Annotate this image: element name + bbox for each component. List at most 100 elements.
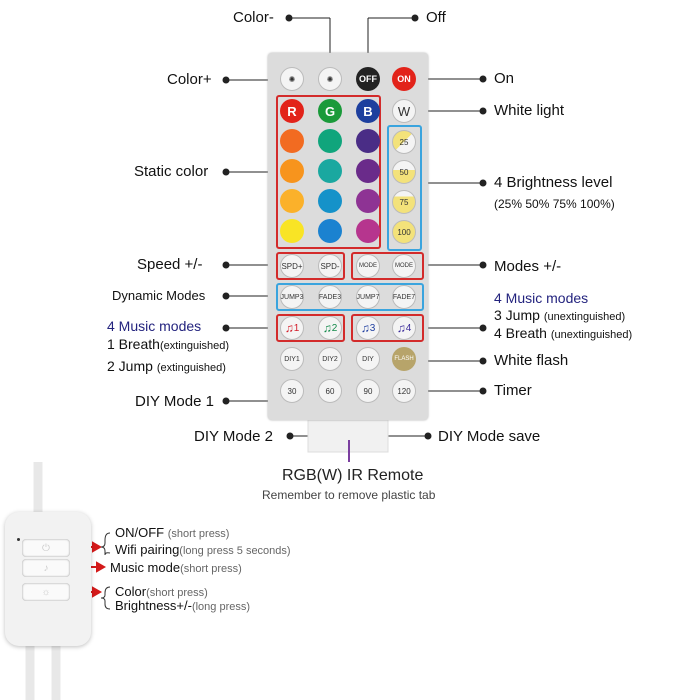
label-jump3: 3 Jump (unextinguished) bbox=[494, 307, 625, 323]
extinguished-note: (extinguished) bbox=[159, 340, 230, 352]
brightness-25-button[interactable]: 25 bbox=[392, 130, 416, 154]
speed-minus-button[interactable]: SPD- bbox=[318, 254, 342, 278]
color-button[interactable] bbox=[280, 129, 304, 153]
onoff-text: ON/OFF bbox=[115, 525, 165, 540]
label-jump2: 2 Jump (extinguished) bbox=[107, 358, 226, 374]
green-button[interactable]: G bbox=[318, 99, 342, 123]
color-button[interactable] bbox=[280, 189, 304, 213]
white-button[interactable]: W bbox=[392, 99, 416, 123]
label-on: On bbox=[494, 70, 515, 87]
brightness-75-label: 75 bbox=[399, 197, 409, 207]
label-timer: Timer bbox=[494, 382, 532, 399]
long-press-note: (long press 5 seconds) bbox=[179, 545, 291, 557]
brightness-100-button[interactable]: 100 bbox=[392, 220, 416, 244]
mode-minus-button[interactable]: MODE bbox=[392, 254, 416, 278]
color-button[interactable] bbox=[318, 159, 342, 183]
music-mode-2-label: 2 bbox=[331, 322, 338, 334]
music-mode-3-label: 3 bbox=[369, 322, 376, 334]
color-button[interactable] bbox=[318, 219, 342, 243]
label-brightness: 4 Brightness level bbox=[494, 174, 613, 191]
diy-save-button[interactable]: DIY bbox=[356, 347, 380, 371]
flash-button[interactable]: FLASH bbox=[392, 347, 416, 371]
color-button[interactable] bbox=[280, 219, 304, 243]
short-press-note: (short press) bbox=[167, 528, 230, 540]
jump3-button[interactable]: JUMP3 bbox=[280, 285, 304, 309]
color-button[interactable] bbox=[280, 159, 304, 183]
remote-subtitle: Remember to remove plastic tab bbox=[262, 488, 436, 502]
timer-120-button[interactable]: 120 bbox=[392, 379, 416, 403]
brightness-75-button[interactable]: 75 bbox=[392, 190, 416, 214]
label-breath4: 4 Breath (unextinguished) bbox=[494, 325, 632, 341]
short-press-note: (short press) bbox=[146, 587, 208, 599]
ir-remote: ✺ ✺ OFF ON R G B W 25 50 75 100 SPD+ SPD… bbox=[268, 53, 428, 420]
color-minus-button[interactable]: ✺ bbox=[318, 67, 342, 91]
fade3-button[interactable]: FADE3 bbox=[318, 285, 342, 309]
status-led bbox=[17, 538, 20, 541]
power-button[interactable]: ⏻ bbox=[22, 539, 70, 557]
dynamic-modes-highlight bbox=[276, 283, 424, 311]
diy2-button[interactable]: DIY2 bbox=[318, 347, 342, 371]
label-diy-save: DIY Mode save bbox=[438, 428, 541, 445]
color-text: Color bbox=[115, 584, 147, 599]
power-icon: ⏻ bbox=[42, 542, 50, 554]
brightness-100-label: 100 bbox=[397, 227, 411, 237]
color-plus-button[interactable]: ✺ bbox=[280, 67, 304, 91]
label-onoff: ON/OFF (short press) bbox=[115, 525, 229, 540]
brightness-icon: ☼ bbox=[41, 586, 51, 598]
label-brightness-values: (25% 50% 75% 100%) bbox=[494, 197, 615, 211]
music-button[interactable]: ♪ bbox=[22, 559, 70, 577]
speed-plus-button[interactable]: SPD+ bbox=[280, 254, 304, 278]
timer-90-button[interactable]: 90 bbox=[356, 379, 380, 403]
blue-button[interactable]: B bbox=[356, 99, 380, 123]
jump7-button[interactable]: JUMP7 bbox=[356, 285, 380, 309]
music-mode-1-button[interactable]: ♫1 bbox=[280, 316, 304, 340]
timer-30-button[interactable]: 30 bbox=[280, 379, 304, 403]
brightness-50-button[interactable]: 50 bbox=[392, 160, 416, 184]
breath4-text: 4 Breath bbox=[494, 325, 547, 341]
mode-plus-button[interactable]: MODE bbox=[356, 254, 380, 278]
color-button[interactable] bbox=[356, 219, 380, 243]
music-icon: ♪ bbox=[43, 562, 49, 574]
label-color: Color(short press) bbox=[115, 584, 208, 599]
speed-highlight bbox=[276, 252, 345, 280]
label-diy-mode1: DIY Mode 1 bbox=[135, 393, 214, 410]
static-color-highlight bbox=[276, 95, 381, 249]
timer-60-button[interactable]: 60 bbox=[318, 379, 342, 403]
label-color-plus: Color+ bbox=[167, 71, 212, 88]
unextinguished-note: (unextinguished) bbox=[550, 329, 633, 341]
off-button[interactable]: OFF bbox=[356, 67, 380, 91]
color-button[interactable] bbox=[356, 189, 380, 213]
red-button[interactable]: R bbox=[280, 99, 304, 123]
remote-title: RGB(W) IR Remote bbox=[282, 467, 424, 484]
label-diy-mode2: DIY Mode 2 bbox=[194, 428, 273, 445]
jump2-text: 2 Jump bbox=[107, 358, 153, 374]
label-brightness-ctrl: Brightness+/-(long press) bbox=[115, 598, 250, 613]
color-button[interactable] bbox=[318, 129, 342, 153]
brightness-highlight bbox=[387, 125, 422, 251]
brightness-25-label: 25 bbox=[399, 137, 409, 147]
label-white-light: White light bbox=[494, 102, 565, 119]
color-brightness-button[interactable]: ☼ bbox=[22, 583, 70, 601]
breath1-text: 1 Breath bbox=[107, 336, 160, 352]
music-modes-left-highlight bbox=[276, 314, 345, 342]
label-wifi: Wifi pairing(long press 5 seconds) bbox=[115, 542, 291, 557]
music-mode-3-button[interactable]: ♫3 bbox=[356, 316, 380, 340]
color-button[interactable] bbox=[318, 189, 342, 213]
color-button[interactable] bbox=[356, 129, 380, 153]
color-button[interactable] bbox=[356, 159, 380, 183]
label-dynamic-modes: Dynamic Modes bbox=[112, 288, 206, 303]
music-mode-2-button[interactable]: ♫2 bbox=[318, 316, 342, 340]
music-mode-4-label: 4 bbox=[405, 322, 412, 334]
music-text: Music mode bbox=[110, 560, 181, 575]
fade7-button[interactable]: FADE7 bbox=[392, 285, 416, 309]
label-breath1: 1 Breath(extinguished) bbox=[107, 336, 229, 352]
unextinguished-note: (unextinguished) bbox=[543, 311, 626, 323]
label-music-modes-right: 4 Music modes bbox=[494, 290, 589, 306]
label-music-modes-left: 4 Music modes bbox=[107, 318, 202, 334]
long-press-note: (long press) bbox=[191, 601, 251, 613]
music-mode-4-button[interactable]: ♫4 bbox=[392, 316, 416, 340]
music-mode-1-label: 1 bbox=[293, 322, 300, 334]
label-modes: Modes +/- bbox=[494, 258, 562, 275]
on-button[interactable]: ON bbox=[392, 67, 416, 91]
diy1-button[interactable]: DIY1 bbox=[280, 347, 304, 371]
